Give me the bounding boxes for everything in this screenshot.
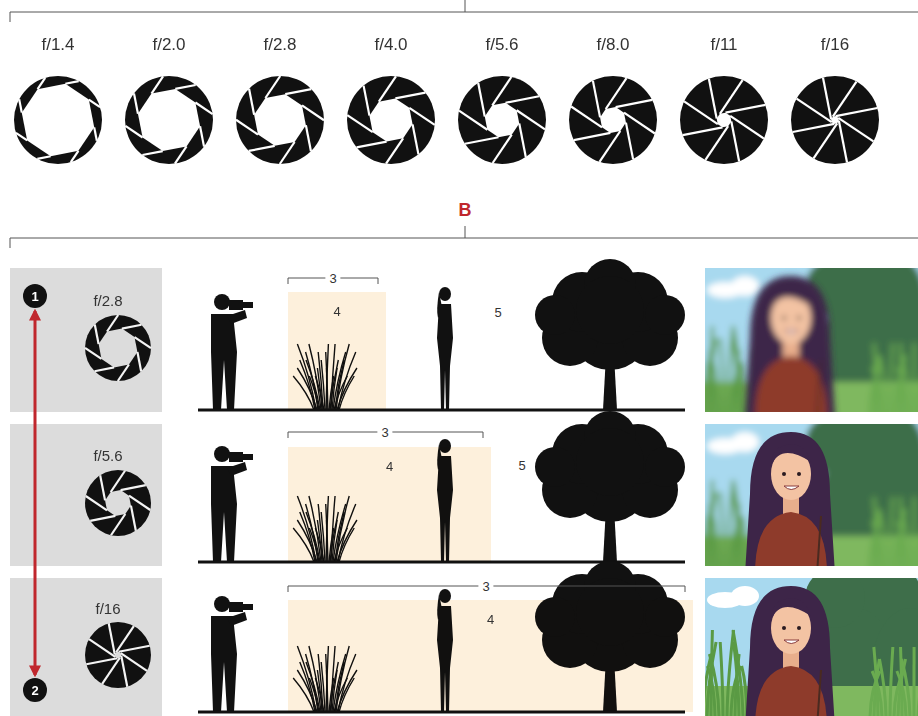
f-number: f/2.8 [263,35,296,55]
aperture-icon [680,76,768,164]
photo [705,268,918,412]
callout-number: 3 [377,425,392,440]
scene [198,259,685,410]
f-number: f/4.0 [374,35,407,55]
callout-number: 1 [31,290,38,303]
callout-circle: 2 [23,678,47,702]
callout-number: 3 [325,271,340,286]
callout-number: 5 [514,458,529,473]
f-number: f/16 [821,35,849,55]
f-number: f/16 [95,600,120,617]
aperture-icon [10,424,162,566]
aperture-icon [236,76,324,164]
ground-line [198,409,685,412]
f-number: f/8.0 [596,35,629,55]
callout-number: 2 [31,684,38,697]
band-number: 4 [288,447,491,474]
aperture-icon [791,76,879,164]
aperture-icon [458,76,546,164]
scene [198,411,685,562]
callout-circle: 1 [23,284,47,308]
aperture-icon [85,622,151,688]
f-number: f/2.8 [93,292,122,309]
depth-of-field-band: 4 [288,600,693,712]
photo [705,424,918,566]
aperture-icon [85,470,151,536]
aperture-icon [347,76,435,164]
band-number: 4 [288,292,386,319]
f-number: f/2.0 [152,35,185,55]
aperture-panel: f/2.8 1 [10,268,162,412]
f-number: f/5.6 [93,447,122,464]
bracket [10,0,918,22]
aperture-panel: f/16 2 [10,578,162,716]
aperture-icon [14,76,102,164]
photo [705,578,918,716]
aperture-icon [569,76,657,164]
woman-silhouette [437,287,453,410]
callout-number: 3 [478,579,493,594]
f-number: f/11 [710,35,737,55]
band-number: 4 [288,600,693,627]
depth-of-field-band: 4 [288,292,386,410]
tree-silhouette [535,259,685,410]
f-number: f/1.4 [41,35,74,55]
aperture-panel: f/5.6 [10,424,162,566]
bracket [10,226,918,248]
aperture-icon [125,76,213,164]
aperture-icon [85,315,151,381]
tree-silhouette [535,411,685,562]
photographer-silhouette [211,294,253,410]
photographer-silhouette [211,596,253,712]
f-number: f/5.6 [485,35,518,55]
depth-of-field-band: 4 [288,447,491,562]
red-double-arrow [34,311,37,675]
callout-number: 5 [490,305,505,320]
photographer-silhouette [211,446,253,562]
section-letter: B [455,200,476,221]
